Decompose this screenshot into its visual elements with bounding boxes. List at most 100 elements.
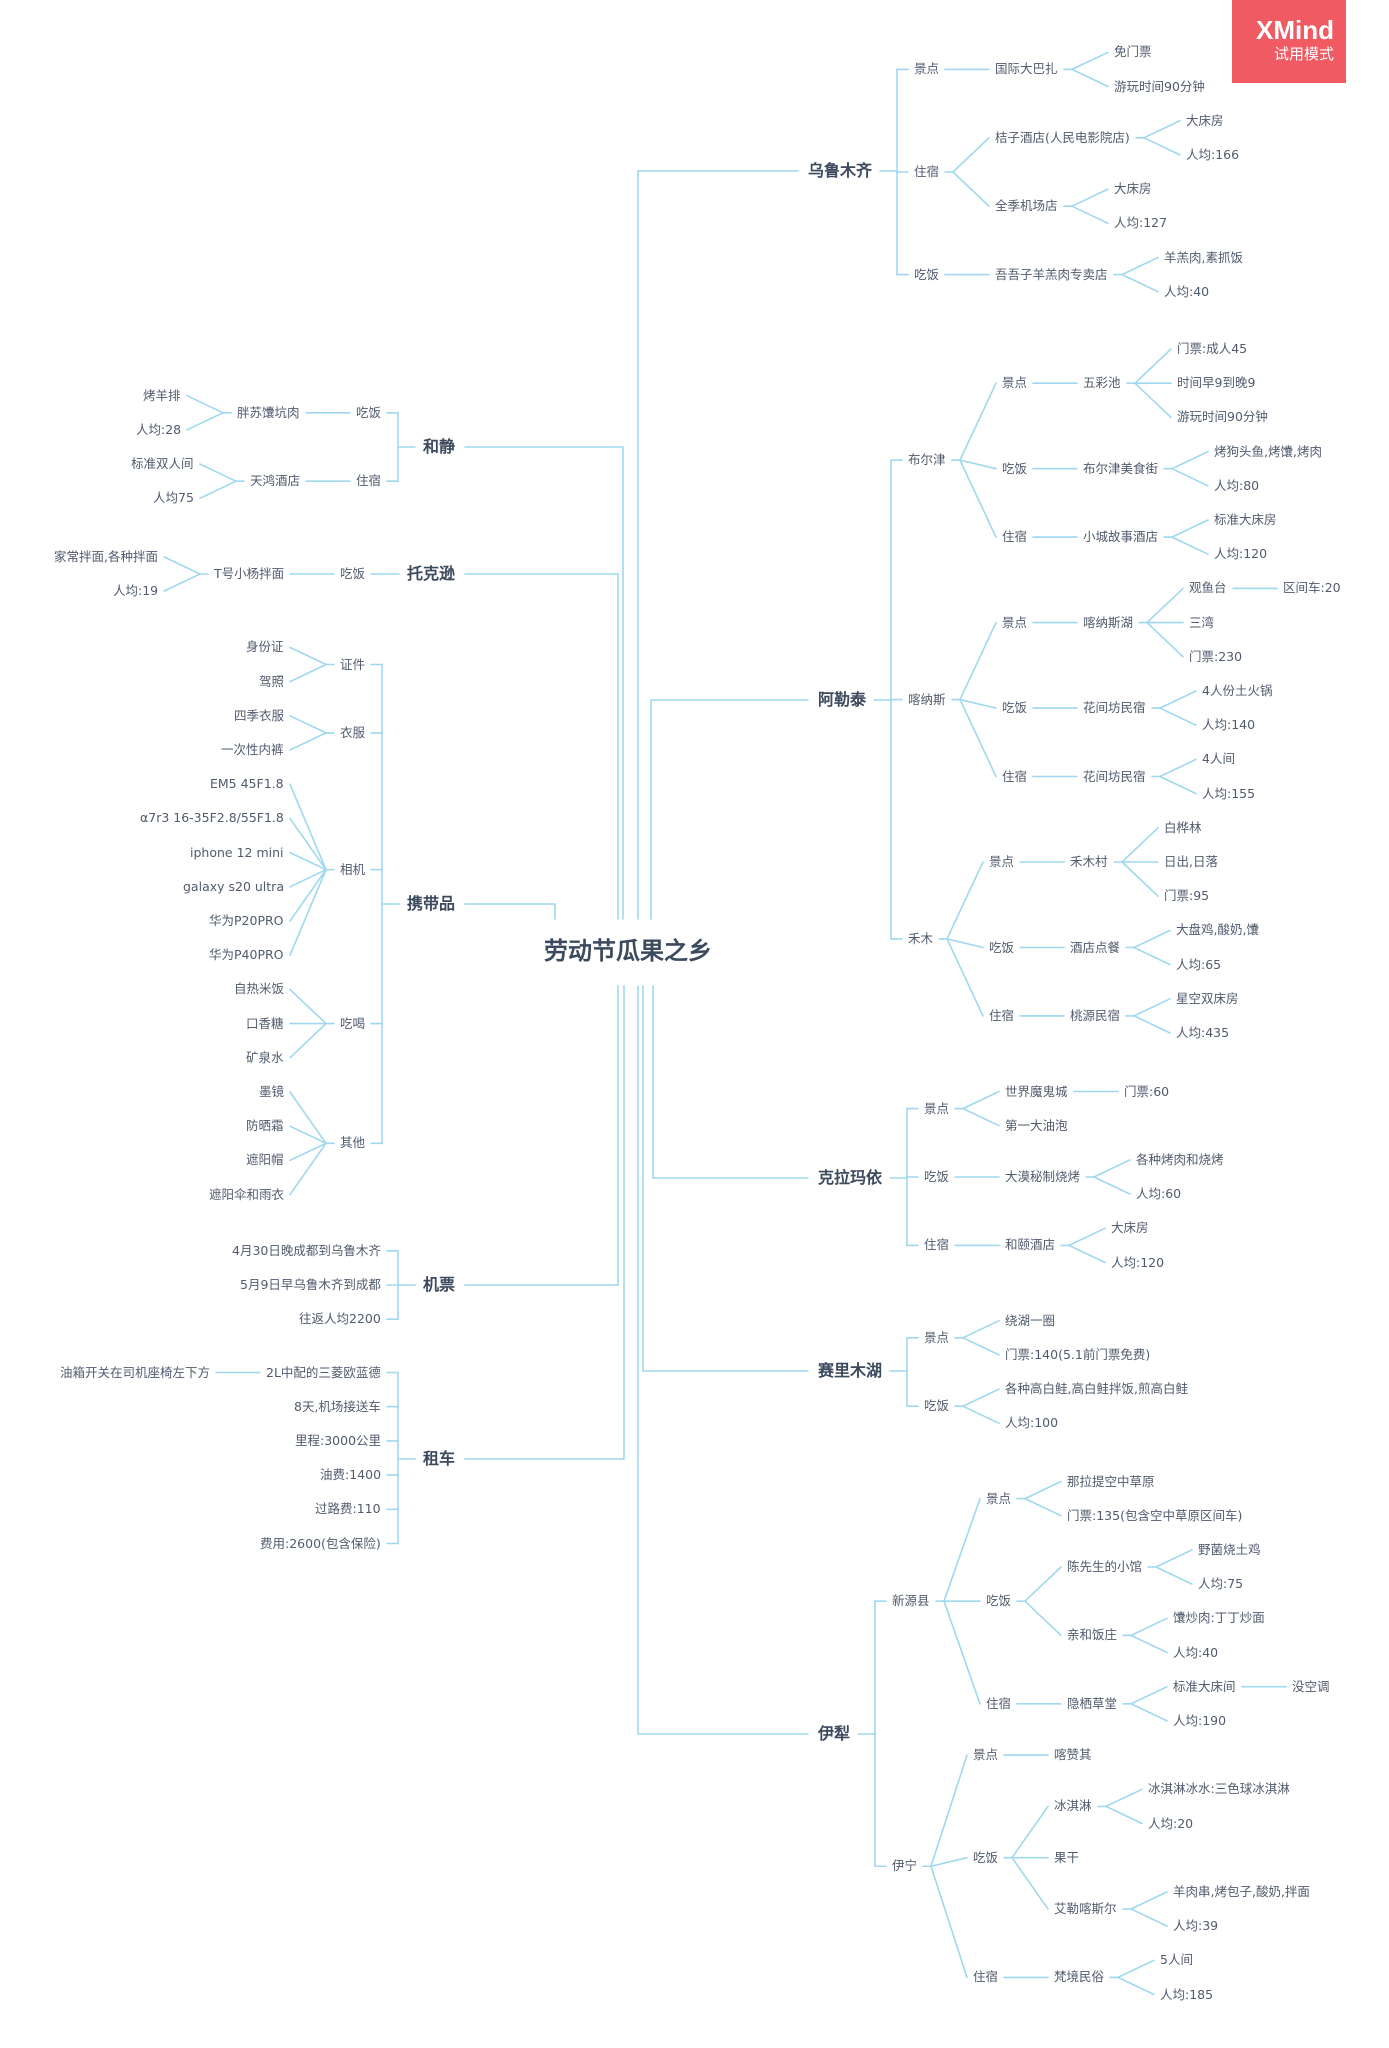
subtopic[interactable]: 国际大巴扎: [995, 61, 1058, 77]
central-topic[interactable]: 劳动节瓜果之乡: [544, 937, 712, 965]
subtopic[interactable]: 伊宁: [892, 1858, 918, 1874]
leaf-topic[interactable]: 游玩时间90分钟: [1177, 409, 1268, 425]
leaf-topic[interactable]: 人均:127: [1114, 215, 1168, 231]
leaf-topic[interactable]: 人均:60: [1136, 1186, 1182, 1202]
subtopic[interactable]: 证件: [340, 656, 366, 672]
subtopic[interactable]: 艾勒喀斯尔: [1054, 1901, 1117, 1916]
leaf-topic[interactable]: α7r3 16-35F2.8/55F1.8: [140, 810, 284, 826]
leaf-topic[interactable]: 门票:成人45: [1177, 341, 1248, 356]
leaf-topic[interactable]: 4人份土火锅: [1202, 683, 1273, 698]
subtopic[interactable]: 景点: [1002, 614, 1028, 630]
leaf-topic[interactable]: 大床房: [1111, 1220, 1149, 1236]
leaf-topic[interactable]: 门票:230: [1189, 648, 1243, 664]
main-topic[interactable]: 伊犁: [818, 1724, 851, 1743]
leaf-topic[interactable]: 遮阳伞和雨衣: [209, 1186, 285, 1202]
subtopic[interactable]: 吃饭: [924, 1169, 950, 1184]
subtopic[interactable]: 胖苏馕坑肉: [237, 404, 300, 420]
leaf-topic[interactable]: 5月9日早乌鲁木齐到成都: [240, 1277, 381, 1292]
leaf-topic[interactable]: 过路费:110: [315, 1501, 381, 1517]
subtopic[interactable]: 新源县: [892, 1593, 930, 1609]
leaf-topic[interactable]: 油费:1400: [320, 1467, 382, 1483]
subtopic[interactable]: 吃饭: [1002, 460, 1028, 476]
leaf-topic[interactable]: 人均:120: [1111, 1254, 1165, 1270]
leaf-topic[interactable]: 人均:140: [1202, 717, 1256, 733]
main-topic[interactable]: 乌鲁木齐: [808, 161, 873, 180]
leaf-topic[interactable]: 时间早9到晚9: [1177, 375, 1256, 391]
leaf-topic[interactable]: 人均:40: [1173, 1644, 1219, 1660]
leaf-topic[interactable]: 费用:2600(包含保险): [260, 1535, 381, 1551]
subtopic[interactable]: 喀纳斯: [908, 691, 946, 707]
leaf-topic[interactable]: 大床房: [1186, 112, 1224, 128]
leaf-topic[interactable]: 大床房: [1114, 181, 1152, 197]
leaf-topic[interactable]: 人均:28: [136, 421, 182, 437]
leaf-topic[interactable]: 烤羊排: [143, 387, 181, 403]
subtopic[interactable]: 住宿: [989, 1007, 1015, 1023]
subtopic[interactable]: 吾吾子羊羔肉专卖店: [995, 266, 1108, 282]
subtopic[interactable]: 天鸿酒店: [250, 473, 301, 489]
leaf-topic[interactable]: 标准双人间: [131, 456, 194, 472]
main-topic[interactable]: 托克逊: [407, 564, 456, 583]
subtopic[interactable]: 景点: [914, 61, 940, 77]
subtopic[interactable]: 陈先生的小馆: [1067, 1559, 1143, 1574]
subtopic[interactable]: 住宿: [924, 1237, 950, 1253]
leaf-topic[interactable]: 羊肉串,烤包子,酸奶,拌面: [1173, 1883, 1310, 1899]
subtopic[interactable]: 冰淇淋: [1054, 1798, 1092, 1814]
subtopic[interactable]: 住宿: [973, 1969, 999, 1985]
subtopic[interactable]: 景点: [924, 1329, 950, 1345]
leaf-topic[interactable]: 野菌烧土鸡: [1198, 1541, 1261, 1557]
main-topic[interactable]: 携带品: [407, 894, 456, 913]
leaf-topic[interactable]: 华为P40PRO: [209, 947, 284, 963]
leaf-topic[interactable]: 驾照: [259, 673, 285, 689]
leaf-topic[interactable]: 防晒霜: [246, 1118, 284, 1134]
subtopic[interactable]: 花间坊民宿: [1083, 768, 1146, 784]
leaf-topic[interactable]: 各种高白鲑,高白鲑拌饭,煎高白鲑: [1005, 1381, 1188, 1397]
leaf-topic[interactable]: 标准大床房: [1214, 512, 1277, 527]
subtopic[interactable]: 亲和饭庄: [1067, 1627, 1118, 1643]
subtopic[interactable]: 吃饭: [356, 404, 382, 420]
subtopic[interactable]: 住宿: [914, 164, 940, 179]
subtopic[interactable]: 禾木村: [1070, 854, 1108, 869]
subtopic[interactable]: 喀纳斯湖: [1083, 614, 1134, 630]
leaf-topic[interactable]: 人均:166: [1186, 146, 1240, 162]
main-topic[interactable]: 机票: [423, 1275, 456, 1294]
main-topic[interactable]: 克拉玛依: [818, 1168, 883, 1187]
subtopic[interactable]: 吃饭: [924, 1398, 950, 1414]
subtopic[interactable]: 梵境民俗: [1054, 1969, 1105, 1985]
subtopic[interactable]: 隐栖草堂: [1067, 1695, 1118, 1711]
subtopic[interactable]: 住宿: [986, 1695, 1012, 1711]
subtopic[interactable]: 吃饭: [914, 266, 940, 282]
leaf-topic[interactable]: 各种烤肉和烧烤: [1136, 1151, 1224, 1167]
leaf-topic[interactable]: 矿泉水: [246, 1049, 284, 1065]
subtopic[interactable]: 衣服: [340, 724, 366, 740]
leaf-topic[interactable]: 大盘鸡,酸奶,馕: [1176, 922, 1259, 938]
subtopic[interactable]: 吃饭: [989, 939, 1015, 955]
subtopic[interactable]: 吃饭: [1002, 700, 1028, 716]
subtopic[interactable]: 大漠秘制烧烤: [1005, 1169, 1081, 1184]
leaf-topic[interactable]: 人均:65: [1176, 956, 1222, 972]
subtopic[interactable]: 标准大床间: [1173, 1678, 1236, 1694]
leaf-topic[interactable]: 没空调: [1292, 1678, 1330, 1694]
leaf-topic[interactable]: 自热米饭: [234, 981, 285, 997]
leaf-topic[interactable]: 5人间: [1160, 1952, 1193, 1968]
subtopic[interactable]: 景点: [973, 1747, 999, 1763]
leaf-topic[interactable]: 一次性内裤: [221, 742, 284, 757]
leaf-topic[interactable]: 人均:120: [1214, 546, 1268, 562]
leaf-topic[interactable]: 门票:95: [1164, 888, 1210, 904]
subtopic[interactable]: 吃饭: [973, 1849, 999, 1865]
leaf-topic[interactable]: 8天,机场接送车: [294, 1398, 381, 1414]
leaf-topic[interactable]: 人均:75: [1198, 1576, 1244, 1592]
subtopic[interactable]: 吃饭: [986, 1593, 1012, 1609]
subtopic[interactable]: 相机: [340, 861, 366, 877]
subtopic[interactable]: 五彩池: [1083, 375, 1121, 391]
leaf-topic[interactable]: 烤狗头鱼,烤馕,烤肉: [1214, 443, 1322, 459]
leaf-topic[interactable]: 人均75: [153, 490, 194, 506]
leaf-topic[interactable]: 里程:3000公里: [295, 1432, 382, 1448]
subtopic[interactable]: 酒店点餐: [1070, 939, 1121, 955]
leaf-topic[interactable]: 羊羔肉,素抓饭: [1164, 249, 1243, 265]
leaf-topic[interactable]: 遮阳帽: [246, 1152, 284, 1168]
leaf-topic[interactable]: 人均:185: [1160, 1986, 1214, 2002]
subtopic[interactable]: 禾木: [908, 930, 934, 946]
leaf-topic[interactable]: 那拉提空中草原: [1067, 1473, 1155, 1489]
leaf-topic[interactable]: 身份证: [246, 639, 284, 655]
leaf-topic[interactable]: 人均:80: [1214, 477, 1260, 493]
